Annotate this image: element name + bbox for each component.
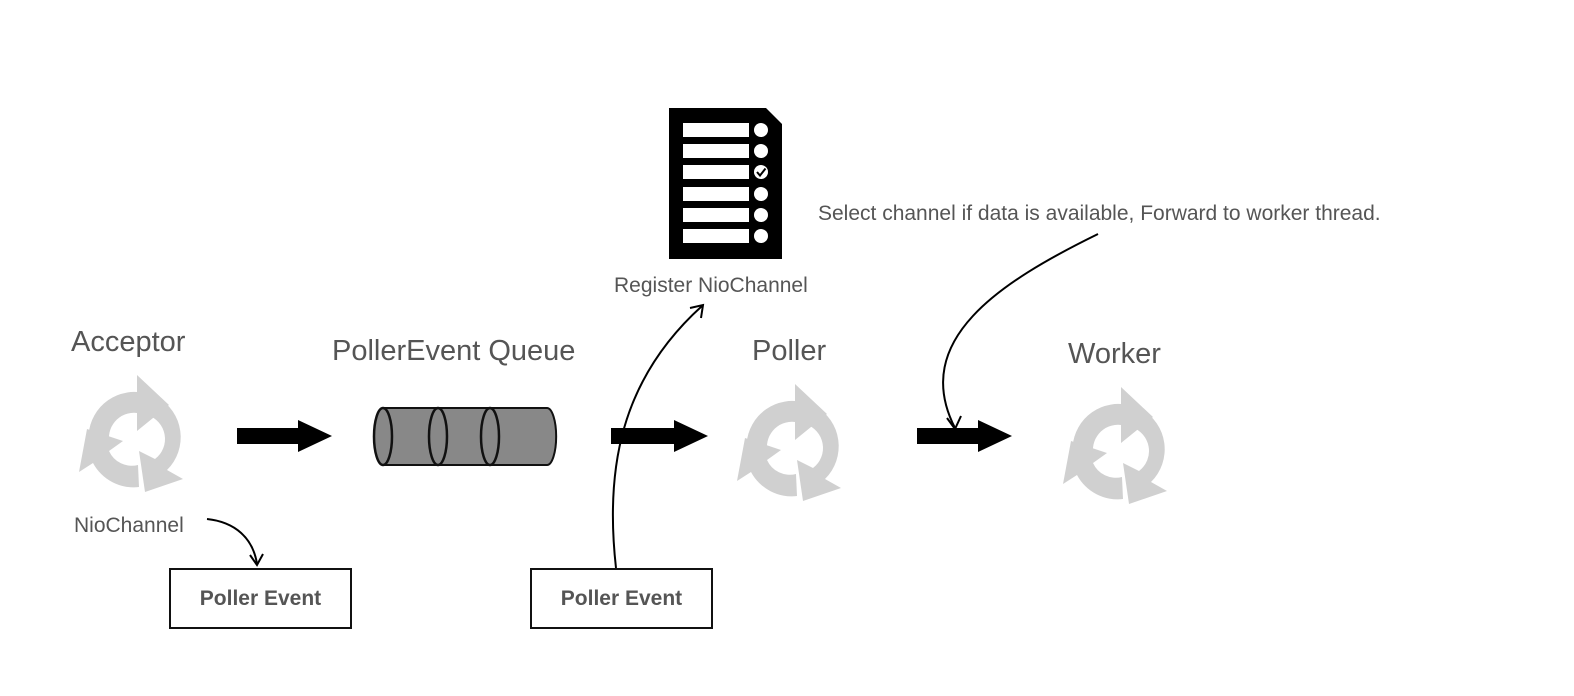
curve-select-to-forward: [942, 233, 1099, 429]
worker-title: Worker: [1068, 338, 1161, 370]
nio-channel-label: NioChannel: [74, 514, 184, 537]
worker-cycle-icon: [1063, 387, 1167, 504]
queue-cylinder-icon: [372, 406, 558, 467]
acceptor-cycle-icon: [79, 375, 183, 492]
register-niochannel-label: Register NioChannel: [614, 274, 808, 297]
poller-event-box-2: Poller Event: [530, 568, 713, 629]
poller-event-label: Poller Event: [560, 586, 683, 610]
check-icon: [756, 167, 767, 178]
poller-event-box-1: Poller Event: [169, 568, 352, 629]
queue-title: PollerEvent Queue: [332, 335, 576, 367]
select-channel-label: Select channel if data is available, For…: [818, 202, 1381, 225]
arrow-queue-to-poller: [611, 420, 708, 452]
poller-cycle-icon: [737, 384, 841, 501]
checklist-document-icon: [669, 108, 782, 259]
poller-event-label: Poller Event: [199, 586, 322, 610]
poller-title: Poller: [752, 335, 827, 367]
curve-pollerevent-to-register: [611, 305, 703, 569]
arrow-poller-to-worker: [917, 420, 1012, 452]
arrow-acceptor-to-queue: [237, 420, 332, 452]
curve-nio-to-pollerevent: [206, 518, 258, 565]
acceptor-title: Acceptor: [71, 326, 186, 358]
